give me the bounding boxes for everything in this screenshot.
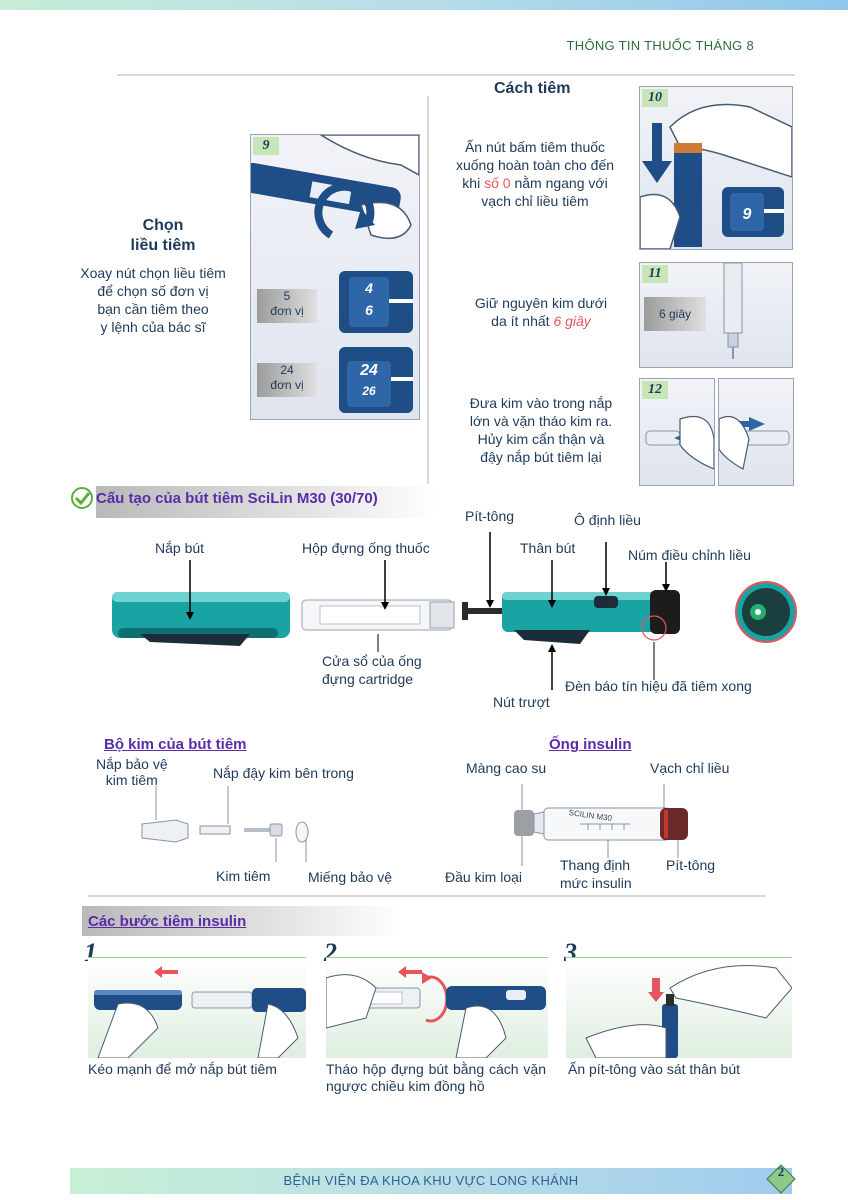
step-10-number: 10 [642, 89, 668, 107]
step-1-caption: Kéo mạnh để mở nắp bút tiêm [88, 1061, 277, 1077]
step-11-text: Giữ nguyên kim dưới da ít nhất 6 giây [474, 295, 608, 329]
header-divider [117, 74, 795, 76]
label-rubber: Màng cao su [466, 760, 547, 776]
label-seal: Miếng bảo vệ [308, 869, 393, 885]
step-1-image [88, 957, 306, 1059]
checkmark-icon [71, 487, 93, 509]
needle-set-drawing [141, 786, 309, 862]
hold-needle-illustration [723, 263, 743, 359]
label-metal-tip: Đầu kim loại [445, 869, 523, 885]
pen-anatomy-drawing [112, 532, 797, 690]
needle-title: Bộ kim của bút tiêm [104, 736, 247, 753]
step-2-image [325, 957, 548, 1059]
step-10-panel: 10 9 [639, 86, 793, 250]
dial-turn-illustration [251, 135, 419, 240]
label-piston: Pít-tông [465, 508, 515, 524]
steps-title-banner [82, 906, 402, 936]
push-piston-illustration [585, 965, 793, 1059]
steps-title: Các bước tiêm insulin [88, 913, 247, 930]
insulin-cartridge-drawing: SCILIN M30 [514, 784, 688, 866]
step-12-panel-right [718, 378, 794, 486]
step-12-panel-left: 12 [639, 378, 715, 486]
insulin-title: Ống insulin [549, 736, 632, 753]
step-3-caption: Ấn pít-tông vào sát thân bút [568, 1061, 741, 1077]
recap-needle-illustration [645, 415, 714, 470]
pen-title-banner [96, 486, 436, 518]
label-cartridge-piston: Pít-tông [666, 857, 716, 873]
footer-bar: BỆNH VIỆN ĐA KHOA KHU VỰC LONG KHÁNH [70, 1168, 792, 1194]
column-divider [427, 96, 429, 484]
label-dose-mark: Vạch chỉ liều [650, 760, 730, 776]
step-3-image [566, 957, 793, 1059]
step-9-number: 9 [253, 137, 279, 155]
svg-text:9: 9 [743, 206, 752, 223]
label-dose-window: Ô định liều [574, 512, 641, 528]
page-badge-icon [766, 1164, 796, 1194]
step-10-text: Ấn nút bấm tiêm thuốc xuống hoàn toàn ch… [455, 139, 615, 209]
label-end-signal: Đèn báo tín hiệu đã tiêm xong [565, 678, 752, 694]
step-2-caption: Tháo hộp đựng bút bằng cách vặn ngược ch… [326, 1061, 546, 1094]
label-cartridge-holder: Hộp đựng ống thuốc [302, 540, 430, 556]
label-cap: Nắp bút [155, 540, 205, 556]
label-needle: Kim tiêm [216, 868, 271, 884]
label-dose-knob: Núm điều chỉnh liều [628, 547, 751, 563]
step-11-panel: 11 6 giây [639, 262, 793, 368]
step-12-number: 12 [642, 381, 668, 399]
inject-title: Cách tiêm [494, 80, 571, 97]
label-inner-cap: Nắp đậy kim bên trong [213, 765, 354, 781]
six-seconds-tile: 6 giây [644, 297, 706, 331]
twist-cartridge-illustration [325, 966, 546, 1059]
page-header: THÔNG TIN THUỐC THÁNG 8 [566, 38, 754, 53]
label-slider: Nút trượt [493, 694, 550, 710]
steps-divider [88, 895, 766, 897]
press-button-illustration: 9 [640, 103, 792, 249]
label-body: Thân bút [520, 540, 576, 556]
page-number: 2 [766, 1164, 796, 1194]
open-cap-illustration [94, 966, 306, 1059]
pen-title: Cấu tạo của bút tiêm SciLin M30 (30/70) [96, 490, 378, 507]
top-gradient-bar [0, 0, 848, 10]
twist-off-needle-illustration [719, 415, 790, 470]
step-11-number: 11 [642, 265, 668, 283]
